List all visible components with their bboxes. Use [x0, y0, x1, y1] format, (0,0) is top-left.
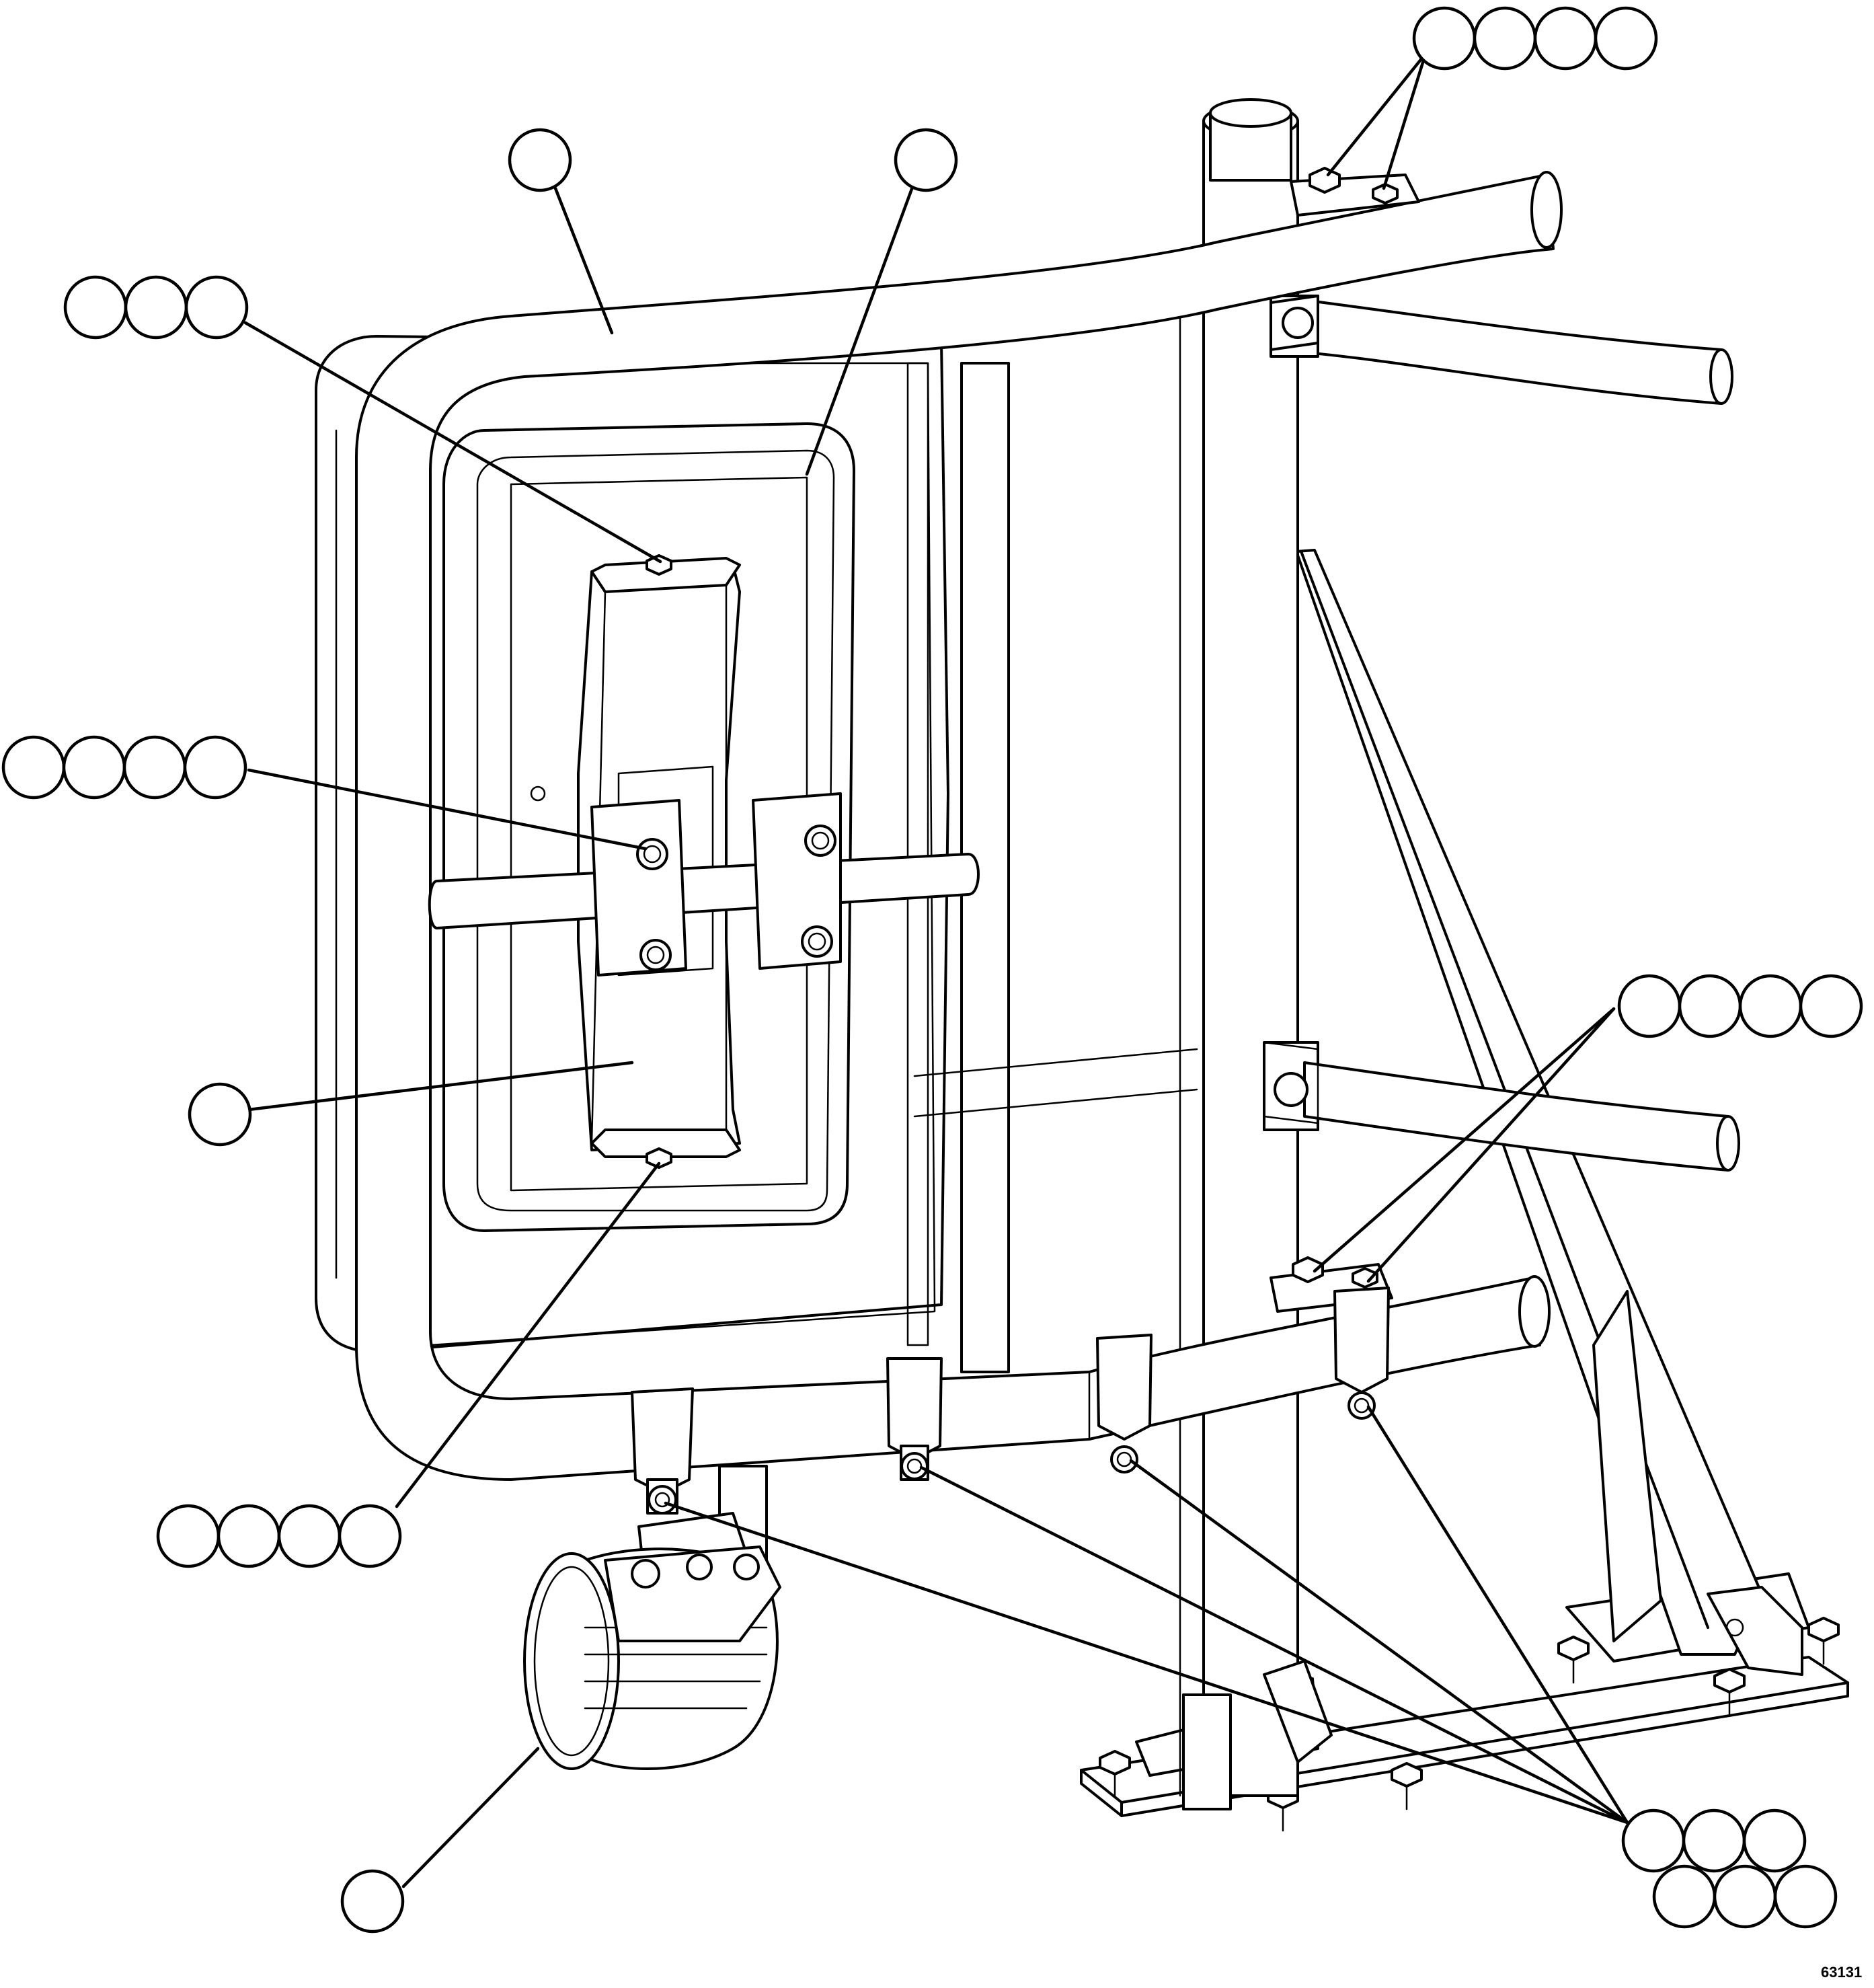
callout-bubble: [156, 1504, 221, 1568]
callout-bubble: [188, 1082, 252, 1147]
callout-bubble: [184, 275, 249, 340]
callout-bubble: [124, 275, 188, 340]
callout-bubble: [1621, 1808, 1686, 1873]
top-collar: [1270, 167, 1420, 351]
vertical-post: [1179, 98, 1333, 1810]
callout-bubble: [1713, 1864, 1777, 1929]
callout-bubble: [1678, 974, 1742, 1038]
callout-group-mirror-head-frame: [508, 128, 572, 192]
callout-bubble: [1412, 6, 1477, 71]
callout-bubble: [340, 1869, 405, 1934]
callout-group-top-right-bolts: [1412, 6, 1658, 71]
callout-group-work-light: [340, 1869, 405, 1934]
callout-bubble: [1652, 1864, 1717, 1929]
callout-bubble: [1473, 6, 1537, 71]
callout-bubble: [1738, 974, 1803, 1038]
callout-group-lower-right-clamp-bolts: [1617, 974, 1863, 1038]
callout-group-mirror-back-plate: [894, 128, 958, 192]
callout-bubble: [1773, 1864, 1838, 1929]
callout-bubble: [277, 1504, 342, 1568]
leader-lines: [243, 52, 1629, 1888]
callout-group-lower-bracket-bolt: [156, 1504, 402, 1568]
work-light: [523, 1465, 781, 1770]
callout-bubble: [62, 735, 126, 800]
callout-bubble: [1, 735, 66, 800]
callout-bubble: [1742, 1808, 1807, 1873]
callout-bubble: [1617, 974, 1682, 1038]
callout-group-clamp-block-bolts: [1, 735, 247, 800]
callout-bubble: [183, 735, 247, 800]
callout-bubble: [894, 128, 958, 192]
callout-bubble: [1594, 6, 1658, 71]
callout-bubble: [508, 128, 572, 192]
callout-bubble: [63, 275, 128, 340]
figure-number: 63131: [1821, 1964, 1862, 1981]
callout-bubble: [217, 1504, 281, 1568]
callout-bubble: [122, 735, 187, 800]
callout-bubble: [1533, 6, 1598, 71]
base-bolts: [1099, 1617, 1840, 1832]
callout-group-upper-bracket-bolt: [63, 275, 249, 340]
callout-bubble: [1682, 1808, 1746, 1873]
callout-bubble: [338, 1504, 402, 1568]
callout-group-mirror-bracket: [188, 1082, 252, 1147]
tube-clamps: [631, 1287, 1390, 1515]
callout-bubble: [1799, 974, 1863, 1038]
callout-group-tube-clamp-nuts: [1621, 1808, 1838, 1929]
